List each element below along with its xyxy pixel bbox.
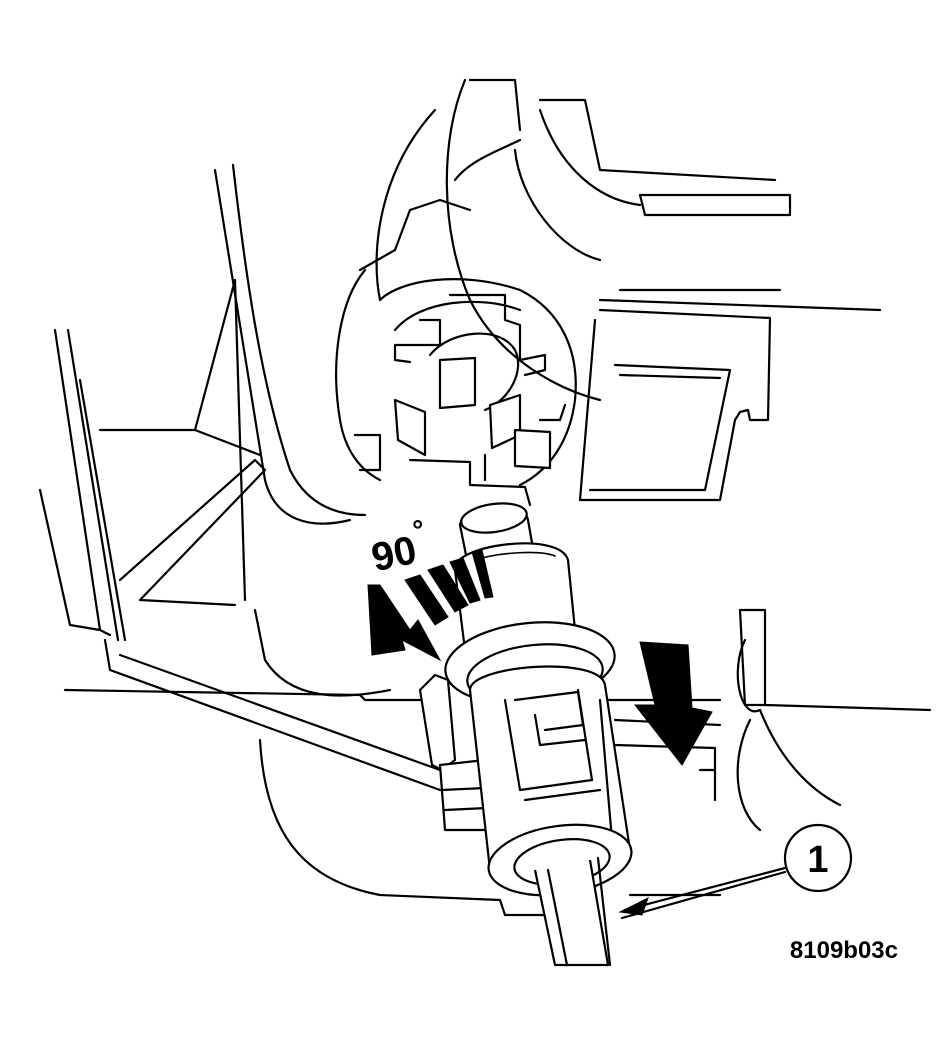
callout-marker: 1 — [783, 823, 853, 893]
callout-leader — [618, 866, 787, 920]
key-cylinder-assembly — [418, 502, 633, 967]
callout-number: 1 — [807, 839, 828, 881]
angle-label: 90 — [368, 528, 421, 580]
push-down-arrow-icon — [633, 641, 713, 766]
upper-housing — [375, 78, 882, 402]
right-bracket — [578, 308, 772, 502]
rotation-arrow-icon — [367, 549, 494, 662]
figure-code: 8109b03c — [790, 937, 898, 964]
ignition-cavity — [335, 198, 577, 507]
left-panel — [38, 163, 502, 902]
